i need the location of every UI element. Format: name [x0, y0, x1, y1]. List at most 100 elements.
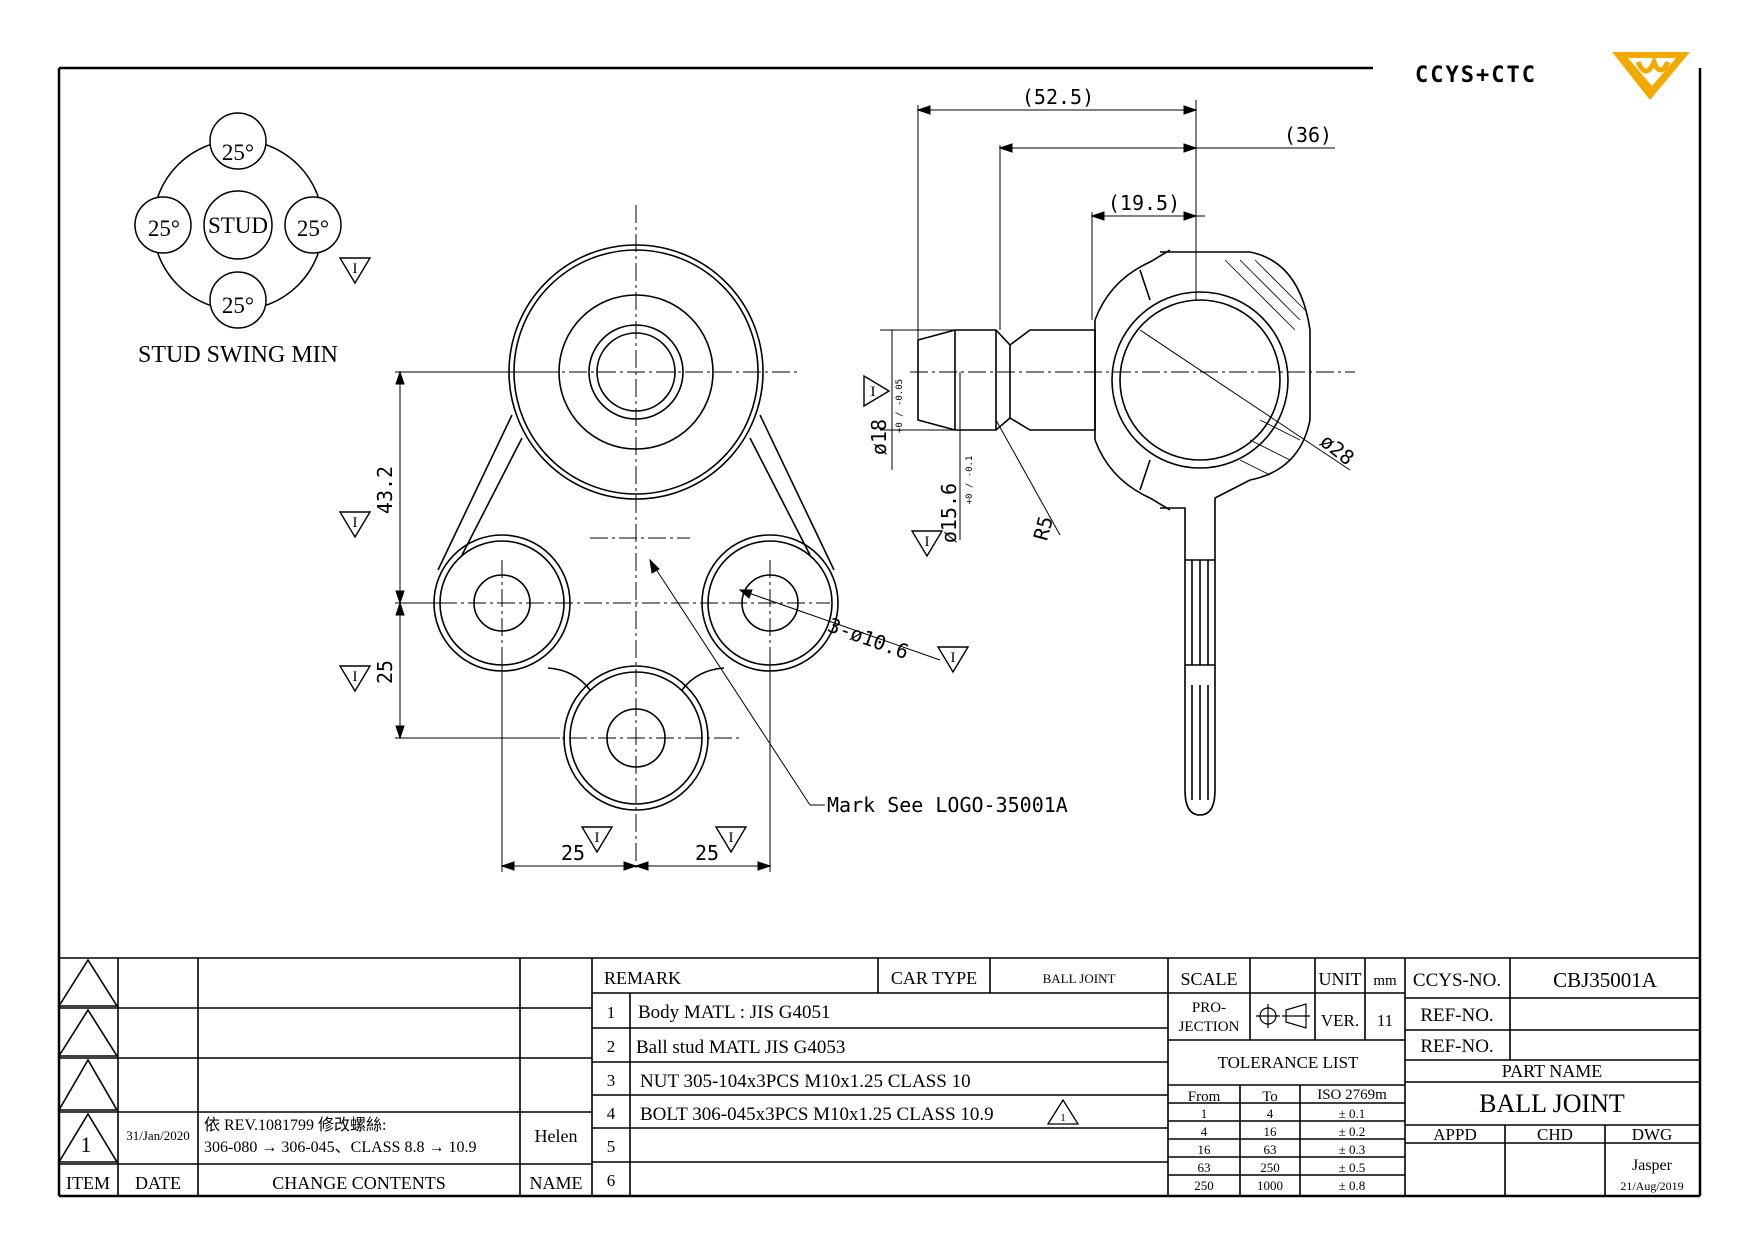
- dim-horizontal-right: 25: [695, 841, 719, 865]
- finish-symbol-label: I: [925, 534, 930, 550]
- tol-from: 250: [1194, 1178, 1214, 1193]
- dia-stud-tolerance: +0 / -0.05: [895, 379, 905, 433]
- tol-to: 1000: [1257, 1178, 1283, 1193]
- tol-value: ± 0.1: [1339, 1106, 1366, 1121]
- radius-label: R5: [1029, 513, 1058, 542]
- rev-item: 1: [81, 1132, 92, 1157]
- finish-symbol-label: I: [353, 515, 358, 531]
- car-type-label: CAR TYPE: [891, 968, 977, 988]
- rev-date: 31/Jan/2020: [126, 1128, 190, 1143]
- tol-header-to: To: [1262, 1089, 1278, 1105]
- remark-text: Body MATL : JIS G4051: [638, 1002, 830, 1023]
- remark-no: 1: [607, 1003, 616, 1022]
- dim-vertical-bottom: 25: [373, 660, 397, 684]
- ver-label: VER.: [1321, 1011, 1359, 1030]
- tol-value: ± 0.3: [1339, 1142, 1366, 1157]
- dim-vertical-top: 43.2: [373, 466, 397, 514]
- rev-header-date: DATE: [135, 1173, 181, 1193]
- tol-to: 63: [1264, 1142, 1277, 1157]
- tolerance-title: TOLERANCE LIST: [1218, 1053, 1359, 1072]
- ccys-no-value: CBJ35001A: [1553, 968, 1658, 992]
- dia-stud: ø18: [867, 419, 891, 455]
- rev-change-line2: 306-080 → 306-045、CLASS 8.8 → 10.9: [204, 1139, 476, 1156]
- tol-header-from: From: [1188, 1089, 1221, 1105]
- projection-symbol-icon: [1256, 1003, 1310, 1029]
- tol-from: 4: [1201, 1124, 1208, 1139]
- tol-from: 1: [1201, 1106, 1208, 1121]
- swing-angle-bottom: 25°: [222, 293, 254, 318]
- dim-horizontal-left: 25: [561, 841, 585, 865]
- tol-to: 4: [1267, 1106, 1274, 1121]
- dim-mid-length: (36): [1284, 123, 1332, 147]
- part-name-value: BALL JOINT: [1479, 1089, 1625, 1118]
- tol-value: ± 0.2: [1339, 1124, 1366, 1139]
- rev-header-name: NAME: [530, 1173, 583, 1193]
- remark-no: 2: [607, 1037, 616, 1056]
- swing-angle-right: 25°: [297, 216, 329, 241]
- tol-from: 16: [1198, 1142, 1212, 1157]
- tol-from: 63: [1198, 1160, 1211, 1175]
- stud-swing-caption: STUD SWING MIN: [138, 342, 338, 368]
- projection-label-1: PRO-: [1192, 1000, 1226, 1016]
- remark-no: 6: [607, 1171, 616, 1190]
- scale-label: SCALE: [1180, 969, 1237, 989]
- dim-short-length: (19.5): [1108, 191, 1180, 215]
- finish-symbol-label: I: [871, 384, 876, 400]
- remark-text: NUT 305-104x3PCS M10x1.25 CLASS 10: [640, 1071, 971, 1092]
- remark-no: 4: [607, 1104, 616, 1123]
- finish-symbol-label: I: [729, 830, 734, 846]
- hole-callout: 3-ø10.6: [825, 613, 912, 664]
- dia-neck-tolerance: +0 / -0.1: [965, 456, 975, 505]
- front-view: [395, 205, 839, 870]
- part-name-label: PART NAME: [1502, 1061, 1602, 1081]
- logo-text: CCYS+CTC: [1415, 63, 1537, 88]
- remark-label: REMARK: [604, 968, 681, 988]
- revision-warning-icon: [1046, 1098, 1080, 1125]
- finish-symbol-label: I: [951, 650, 956, 666]
- chd-label: CHD: [1537, 1125, 1573, 1144]
- unit-label: UNIT: [1319, 969, 1362, 989]
- side-view-dimensions: [880, 100, 1351, 540]
- swing-angle-top: 25°: [222, 140, 254, 165]
- rev-name: Helen: [535, 1126, 578, 1146]
- remark-text: BOLT 306-045x3PCS M10x1.25 CLASS 10.9: [640, 1104, 994, 1125]
- stud-swing-diagram: [134, 112, 342, 329]
- front-view-dimensions: [395, 370, 941, 872]
- dia-neck: ø15.6: [937, 483, 961, 543]
- tol-to: 250: [1260, 1160, 1280, 1175]
- rev-header-item: ITEM: [66, 1173, 110, 1193]
- unit-value: mm: [1373, 973, 1397, 989]
- dwg-label: DWG: [1632, 1125, 1673, 1144]
- appd-label: APPD: [1433, 1125, 1476, 1144]
- finish-symbol-label: I: [353, 261, 358, 277]
- side-view: [917, 249, 1311, 816]
- section-hatching: [1224, 259, 1306, 476]
- stud-label: STUD: [208, 213, 268, 238]
- dia-ball: ø28: [1316, 429, 1359, 470]
- rev-marker-label: 1: [1060, 1112, 1066, 1124]
- remark-text: Ball stud MATL JIS G4053: [636, 1037, 845, 1058]
- tol-value: ± 0.8: [1339, 1178, 1366, 1193]
- ccys-no-label: CCYS-NO.: [1413, 970, 1501, 991]
- projection-label-2: JECTION: [1179, 1019, 1240, 1035]
- remark-no: 5: [607, 1137, 616, 1156]
- tol-value: ± 0.5: [1339, 1160, 1366, 1175]
- tol-to: 16: [1264, 1124, 1278, 1139]
- ver-value: 11: [1377, 1011, 1393, 1030]
- tol-header-iso: ISO 2769m: [1317, 1087, 1387, 1103]
- mark-note: Mark See LOGO-35001A: [827, 793, 1068, 817]
- dim-overall-length: (52.5): [1022, 85, 1094, 109]
- finish-symbol-label: I: [353, 669, 358, 685]
- dwg-date: 21/Aug/2019: [1620, 1179, 1683, 1193]
- finish-symbols: [338, 257, 970, 854]
- swing-angle-left: 25°: [148, 216, 180, 241]
- remark-no: 3: [607, 1071, 616, 1090]
- logo-emblem-icon: [1612, 52, 1690, 100]
- rev-header-change: CHANGE CONTENTS: [272, 1173, 446, 1193]
- ref-no-label-1: REF-NO.: [1420, 1005, 1493, 1026]
- sheet-border: [57, 66, 1702, 1198]
- finish-symbol-label: I: [595, 830, 600, 846]
- car-type-value: BALL JOINT: [1043, 971, 1116, 986]
- ref-no-label-2: REF-NO.: [1420, 1036, 1493, 1057]
